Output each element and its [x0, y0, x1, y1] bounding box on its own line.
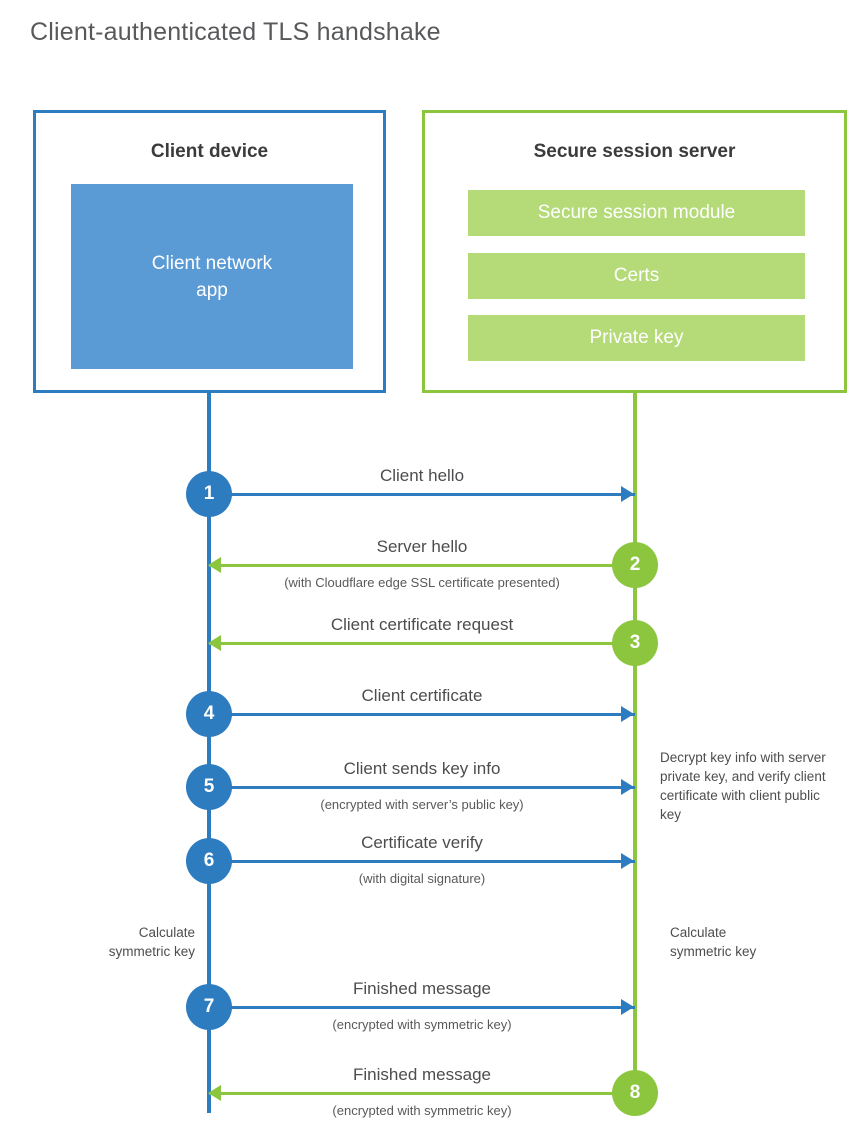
arrow-sublabel-step-8: (encrypted with symmetric key) — [332, 1103, 512, 1118]
arrow-sublabel-step-2: (with Cloudflare edge SSL certificate pr… — [284, 575, 560, 590]
arrow-sublabel-step-7: (encrypted with symmetric key) — [332, 1017, 512, 1032]
arrowhead-step-2 — [208, 557, 221, 573]
secure-session-server-box: Secure session server Secure session mod… — [422, 110, 847, 393]
arrow-step-3 — [209, 641, 635, 645]
note-server-decrypt: Decrypt key info with server private key… — [660, 750, 826, 822]
step-circle-6[interactable]: 6 — [186, 838, 232, 884]
secure-session-server-title: Secure session server — [533, 141, 736, 162]
step-circle-2[interactable]: 2 — [612, 542, 658, 588]
arrow-step-1 — [209, 492, 635, 496]
server-component-certs: Certs — [468, 253, 805, 299]
arrowhead-step-6 — [621, 853, 634, 869]
arrow-step-6 — [209, 859, 635, 863]
server-lifeline — [633, 391, 637, 1093]
arrow-label-step-2: Server hello — [376, 537, 468, 556]
client-lifeline — [207, 391, 211, 1113]
arrow-step-8 — [209, 1091, 635, 1095]
note-server-calculate-symmetric-key: Calculate symmetric key — [670, 925, 757, 959]
arrow-step-4 — [209, 712, 635, 716]
arrowhead-step-7 — [621, 999, 634, 1015]
arrowhead-step-1 — [621, 486, 634, 502]
note-client-calculate-symmetric-key: Calculate symmetric key — [108, 925, 195, 959]
arrow-label-step-7: Finished message — [353, 979, 491, 998]
step-circle-8[interactable]: 8 — [612, 1070, 658, 1116]
client-device-box: Client device Client network app — [33, 110, 386, 393]
arrow-label-step-8: Finished message — [353, 1065, 491, 1084]
client-device-title: Client device — [150, 141, 269, 162]
arrow-sublabel-step-6: (with digital signature) — [358, 871, 486, 886]
page-title: Client-authenticated TLS handshake — [30, 18, 441, 46]
arrowhead-step-3 — [208, 635, 221, 651]
client-network-app-block: Client network app — [71, 184, 353, 369]
arrowhead-step-8 — [208, 1085, 221, 1101]
arrow-label-step-3: Client certificate request — [330, 615, 514, 634]
step-circle-3[interactable]: 3 — [612, 620, 658, 666]
arrowhead-step-5 — [621, 779, 634, 795]
arrow-step-2 — [209, 563, 635, 567]
step-circle-5[interactable]: 5 — [186, 764, 232, 810]
step-circle-1[interactable]: 1 — [186, 471, 232, 517]
arrow-label-step-1: Client hello — [379, 466, 465, 485]
arrow-label-step-4: Client certificate — [361, 686, 483, 705]
step-circle-4[interactable]: 4 — [186, 691, 232, 737]
arrowhead-step-4 — [621, 706, 634, 722]
arrow-step-5 — [209, 785, 635, 789]
server-component-private-key: Private key — [468, 315, 805, 361]
arrow-label-step-5: Client sends key info — [343, 759, 501, 778]
step-circle-7[interactable]: 7 — [186, 984, 232, 1030]
arrow-label-step-6: Certificate verify — [361, 833, 483, 852]
server-component-secure-session-module: Secure session module — [468, 190, 805, 236]
arrow-step-7 — [209, 1005, 635, 1009]
arrow-sublabel-step-5: (encrypted with server’s public key) — [320, 797, 524, 812]
